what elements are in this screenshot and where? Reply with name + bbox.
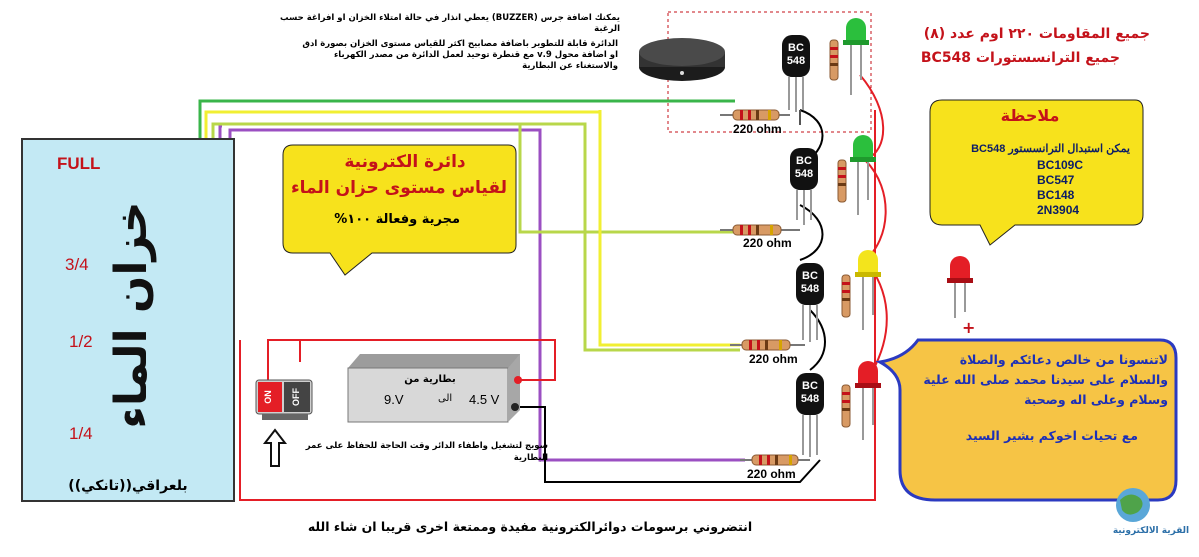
wire-red-switch [267, 339, 300, 395]
right-note-shape [929, 99, 1144, 246]
center-note-line1: دائرة الكترونية [344, 152, 466, 172]
right-note-item-3: BC148 [1037, 188, 1075, 202]
prayer-bubble-shape [875, 338, 1178, 502]
rocker-switch [255, 379, 313, 420]
right-note-line1: يمكن استبدال الترانسستور BC548 [971, 143, 1130, 155]
level-1-2: 1/2 [69, 332, 93, 351]
resistor-label-4: 220 ohm [747, 467, 796, 481]
resistor-4 [740, 454, 810, 466]
logo-text: القرية الالكترونية [1112, 526, 1190, 536]
wire-red-battery [299, 339, 556, 381]
resistor-label-2: 220 ohm [743, 236, 792, 250]
center-note-line3: مجرية وفعالة ١٠٠% [334, 212, 460, 227]
buzzer [639, 38, 725, 81]
battery-line1: بطارية من [404, 374, 456, 385]
led-red [855, 361, 881, 440]
right-note-title: ملاحظة [1000, 106, 1060, 125]
right-note-item-4: 2N3904 [1037, 203, 1080, 217]
wire-red-right [859, 74, 888, 373]
battery [347, 354, 522, 423]
up-arrow-icon [262, 428, 288, 467]
led-resistor-2 [837, 159, 847, 203]
led-resistor-3 [841, 274, 851, 318]
switch-on: ON [263, 390, 273, 404]
battery-to: الى [438, 393, 453, 404]
center-note-line2: لقياس مستوى حزان الماء [290, 178, 507, 198]
led-yellow [855, 250, 881, 330]
tank-bottom-label: بلعراقي((تانكي)) [68, 478, 188, 494]
wire-black [515, 406, 821, 483]
header-resistors: جميع المقاومات ٢٢٠ اوم عدد (٨) [923, 26, 1150, 42]
transistor-label-1: BC 548 [786, 42, 806, 67]
prayer-line2: والسلام على سيدنا محمد صلى الله علية [923, 372, 1168, 387]
water-tank: FULL 3/4 1/2 1/4 بلعراقي((تانكي)) [21, 138, 235, 502]
led-green-2 [850, 135, 876, 215]
resistor-3 [730, 339, 805, 351]
wire-red-ground [239, 110, 876, 501]
transistor-label-2: BC 548 [794, 155, 814, 180]
switch-off: OFF [291, 388, 301, 406]
led-red-legend [947, 256, 973, 318]
right-note-item-2: BC547 [1037, 173, 1075, 187]
resistor-label-1: 220 ohm [733, 122, 782, 136]
footer-text: انتضروني برسومات دوائرالكترونية مفيدة وم… [307, 519, 753, 534]
resistor-2 [720, 224, 800, 236]
tank-title: خزان الماء [106, 201, 157, 429]
right-note-item-1: BC109C [1037, 158, 1084, 172]
led-plus-sign: + [962, 318, 976, 337]
level-1-4: 1/4 [69, 424, 93, 443]
center-note-shape [282, 144, 517, 276]
prayer-line3: وسلام وعلى اله وصحبة [1024, 392, 1168, 407]
wire-yellow-mid [598, 112, 740, 347]
led-resistor-1 [829, 39, 839, 81]
led-resistor-4 [841, 384, 851, 428]
transistor-4 [796, 373, 824, 457]
prayer-line1: لاتنسونا من خالص دعائكم والصلاة [959, 352, 1168, 367]
led-green-1 [843, 18, 869, 95]
logo-globe-icon [1116, 488, 1150, 522]
header-transistors: جميع الترانسستورات BC548 [920, 50, 1120, 66]
level-full: FULL [57, 154, 101, 173]
resistor-1 [720, 109, 790, 121]
battery-right-volt: 4.5 V [469, 392, 500, 407]
battery-left-volt: 9.V [384, 392, 404, 407]
develop-note: الدائرة قابلة للتطوير باضافة مصابيح اكثر… [302, 39, 618, 71]
resistor-label-3: 220 ohm [749, 352, 798, 366]
buzzer-note: يمكنك اضافة جرس (BUZZER) يعطي انذار في ح… [279, 13, 620, 34]
transistor-3 [796, 263, 824, 342]
wire-lightgreen-top [213, 122, 735, 234]
level-3-4: 3/4 [65, 255, 89, 274]
prayer-line4: مع تحيات اخوكم بشير السيد [965, 428, 1138, 443]
transistor-label-3: BC 548 [800, 270, 820, 295]
switch-caption: سويج لتشغيل واطفاء الدائر وقت الحاجة للح… [305, 441, 548, 463]
transistor-label-4: BC 548 [800, 380, 820, 405]
transistor-2 [790, 148, 818, 225]
transistor-1 [782, 35, 810, 112]
